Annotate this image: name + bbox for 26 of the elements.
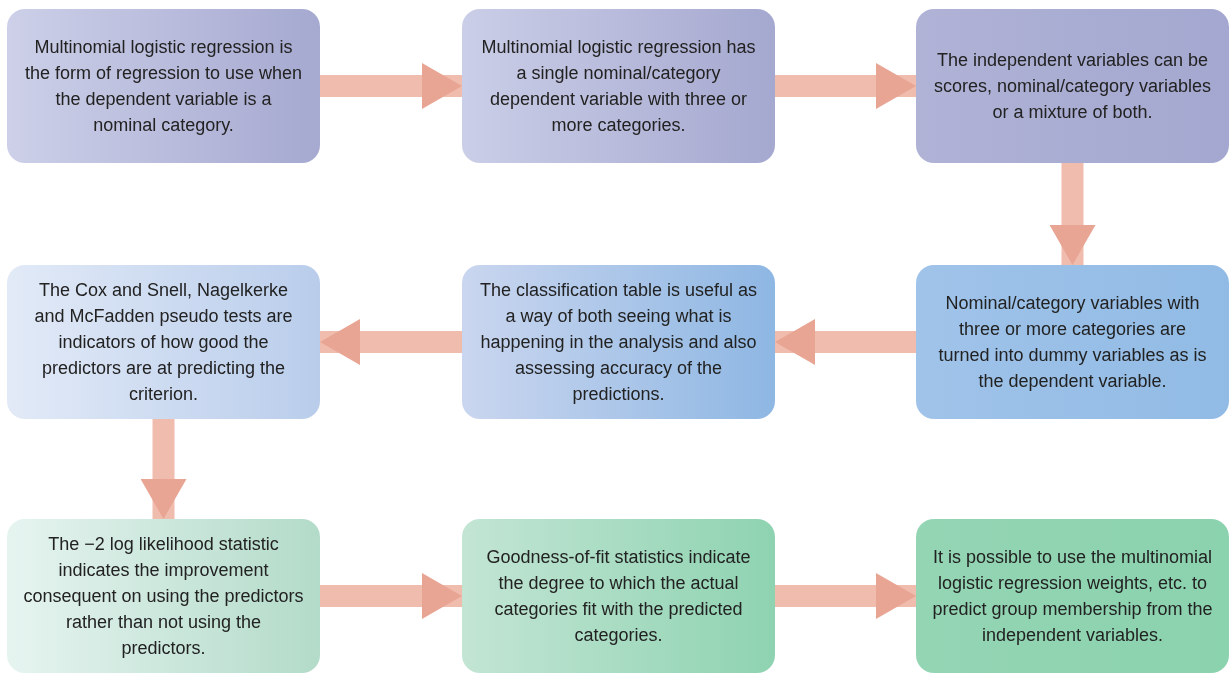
process-box [7, 9, 320, 163]
block-arrow [775, 63, 916, 109]
block-arrow [775, 573, 916, 619]
process-box [462, 519, 775, 673]
block-arrow [1049, 163, 1096, 265]
box-text: Goodness-of-fit statistics indicate the degree to which the actual categories fit with the predicted categories. [485, 545, 752, 648]
process-box [462, 9, 775, 163]
process-box [462, 265, 775, 419]
box-text: The independent variables can be scores, nominal/category variables or a mixture of both. [932, 48, 1213, 125]
process-box [7, 265, 320, 419]
process-box [916, 519, 1229, 673]
block-arrow [775, 319, 916, 365]
box-text: Multinomial logistic regression has a single nominal/category dependent variable with three or more categories. [480, 35, 757, 138]
box-text: It is possible to use the multinomial logistic regression weights, etc. to predict group membership from the independent variables. [932, 545, 1213, 648]
box-text: Multinomial logistic regression is the form of regression to use when the dependent variable is a nominal category. [23, 35, 304, 138]
process-box [916, 265, 1229, 419]
block-arrow [320, 573, 462, 619]
process-box [916, 9, 1229, 163]
box-text: The −2 log likelihood statistic indicates the improvement consequent on using the predictors rather than not using the predictors. [23, 532, 304, 661]
block-arrow [140, 419, 187, 519]
box-text: The Cox and Snell, Nagelkerke and McFadden pseudo tests are indicators of how good the predictors are at predicting the criterion. [33, 278, 294, 407]
box-text: The classification table is useful as a way of both seeing what is happening in the analysis and also assessing accuracy of the predictions. [478, 278, 759, 407]
box-text: Nominal/category variables with three or more categories are turned into dummy variables as is the dependent variable. [937, 291, 1208, 394]
block-arrow [320, 63, 462, 109]
block-arrow [320, 319, 462, 365]
process-box [7, 519, 320, 673]
